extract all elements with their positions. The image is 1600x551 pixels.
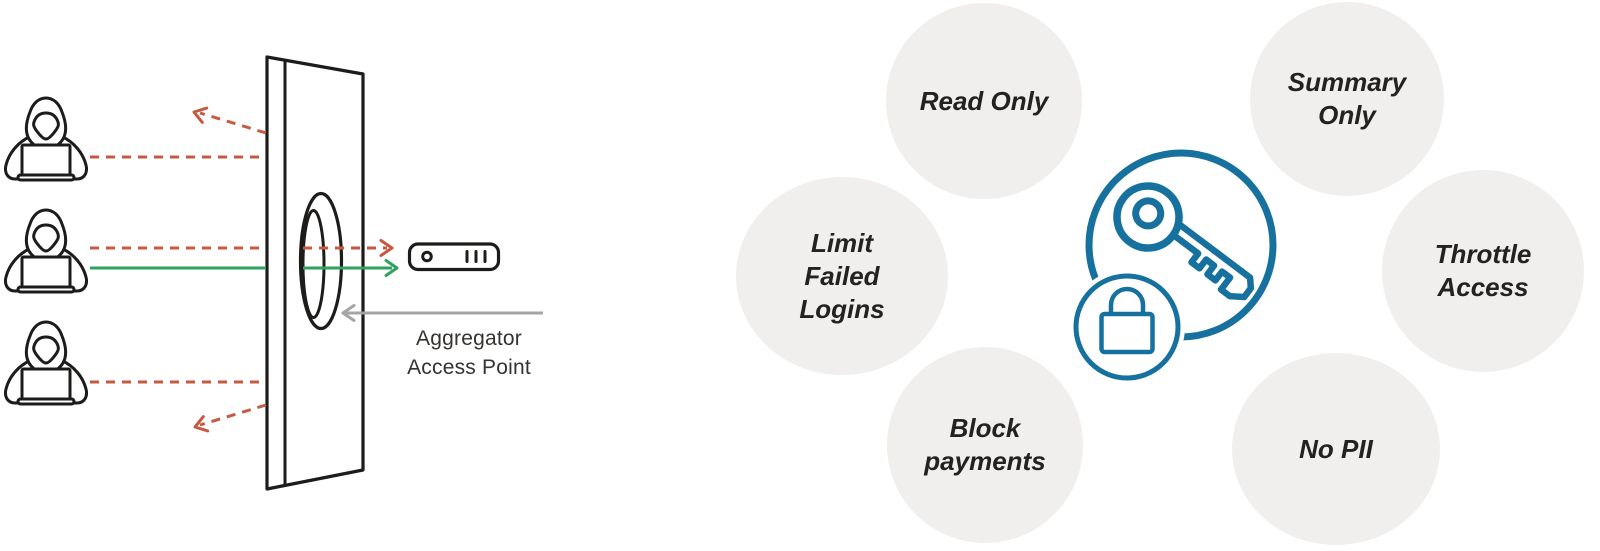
gray-pointer-arrow	[341, 304, 543, 322]
bubble-block-payments: Block payments	[887, 347, 1083, 543]
hacker-laptop-icon	[3, 208, 89, 294]
threat-diagram	[3, 55, 543, 491]
through-arrows	[90, 239, 399, 277]
lock-icon	[1069, 269, 1185, 385]
blocked-request-arrows	[90, 155, 266, 384]
bubble-label: Limit Failed Logins	[799, 227, 885, 324]
hacker-laptop-icon	[3, 320, 89, 406]
key-icon	[1113, 182, 1255, 301]
bubble-summary-only: Summary Only	[1250, 2, 1444, 196]
bubble-label: Summary Only	[1287, 67, 1407, 130]
bubble-no-pii: No PII	[1232, 353, 1440, 545]
key-lock-icon	[1069, 149, 1277, 385]
bubble-throttle-access: Throttle Access	[1382, 170, 1584, 372]
bubble-label: Throttle Access	[1434, 239, 1532, 302]
server-icon	[407, 242, 501, 272]
bubble-limit-failed-logins: Limit Failed Logins	[736, 177, 948, 375]
aggregator-access-point-label: Aggregator Access Point	[407, 327, 531, 379]
deflected-arrows	[190, 103, 267, 436]
hacker-laptop-icon	[3, 96, 89, 182]
bubble-label: Read Only	[919, 85, 1049, 116]
oval-opening-icon	[298, 191, 344, 331]
bubble-label: No PII	[1299, 433, 1373, 464]
bubble-label: Block payments	[924, 413, 1046, 476]
bubble-read-only: Read Only	[886, 3, 1082, 199]
